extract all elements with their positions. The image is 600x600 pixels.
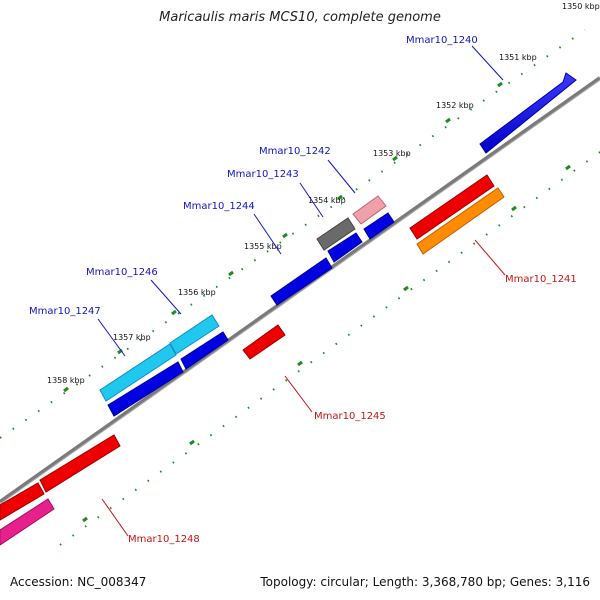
gene-label-mmar10-1241[interactable]: Mmar10_1241: [505, 274, 577, 285]
tick-marks-major: [63, 81, 571, 523]
gene-feature-mmar10-1248b[interactable]: [0, 482, 45, 521]
tick-label: 1352 kbp: [436, 101, 474, 110]
tick-label: 1358 kbp: [47, 376, 85, 385]
gene-label-mmar10-1245[interactable]: Mmar10_1245: [314, 411, 386, 422]
gene-label-mmar10-1240[interactable]: Mmar10_1240: [406, 35, 478, 46]
gene-label-mmar10-1246[interactable]: Mmar10_1246: [86, 267, 158, 278]
gene-feature-mmar10-1241[interactable]: [409, 174, 495, 240]
gene-feature-mmar10-1240[interactable]: [479, 72, 577, 154]
gene-feature-mmar10-1247b[interactable]: [107, 361, 184, 417]
gene-feature-mmar10-1241b[interactable]: [416, 187, 505, 255]
accession-label: Accession: NC_008347: [10, 575, 147, 589]
genome-summary: Topology: circular; Length: 3,368,780 bp…: [260, 575, 590, 589]
label-connectors: [97, 45, 506, 537]
tick-label: 1353 kbp: [373, 149, 411, 158]
gene-label-mmar10-1242[interactable]: Mmar10_1242: [259, 146, 331, 157]
map-title: Maricaulis maris MCS10, complete genome: [159, 10, 441, 25]
gene-feature-mmar10-1248[interactable]: [39, 434, 121, 493]
tick-label: 1354 kbp: [308, 196, 346, 205]
tick-rails: [0, 29, 600, 546]
gene-feature-mmar10-1244b[interactable]: [270, 257, 333, 306]
gene-label-mmar10-1244[interactable]: Mmar10_1244: [183, 201, 255, 212]
tick-label: 1355 kbp: [244, 242, 282, 251]
gene-label-mmar10-1248[interactable]: Mmar10_1248: [128, 534, 200, 545]
gene-feature-mmar10-1248c[interactable]: [0, 498, 55, 546]
gene-feature-mmar10-1243[interactable]: [316, 217, 356, 251]
tick-label: 1351 kbp: [499, 53, 537, 62]
gene-feature-mmar10-1246b[interactable]: [180, 331, 229, 370]
tick-label: 1356 kbp: [178, 288, 216, 297]
gene-feature-mmar10-1245[interactable]: [242, 324, 286, 360]
gene-label-mmar10-1243[interactable]: Mmar10_1243: [227, 169, 299, 180]
gene-feature-mmar10-1243b[interactable]: [363, 212, 395, 240]
gene-feature-mmar10-1247[interactable]: [99, 343, 177, 402]
gene-label-mmar10-1247[interactable]: Mmar10_1247: [29, 306, 101, 317]
gene-feature-mmar10-1244[interactable]: [327, 232, 363, 263]
tick-label: 1350 kbp: [562, 2, 600, 11]
tick-label: 1357 kbp: [113, 333, 151, 342]
gene-feature-mmar10-1242[interactable]: [352, 195, 387, 225]
